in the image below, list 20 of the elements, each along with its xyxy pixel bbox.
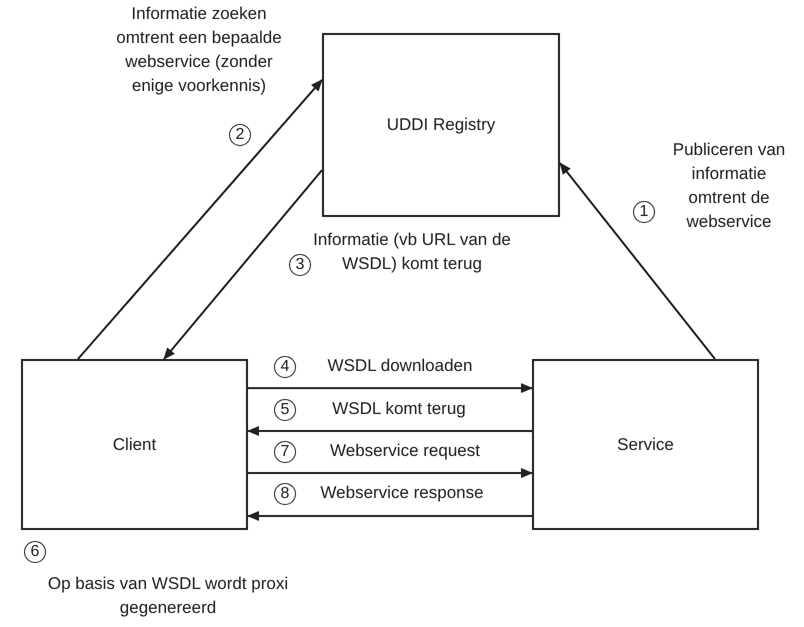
process-box [21, 359, 248, 530]
arrow [248, 468, 533, 478]
process-box [532, 359, 759, 530]
step-number: 6 [24, 541, 46, 563]
step-number: 5 [274, 399, 296, 421]
step-number: 2 [229, 124, 251, 146]
node-label: UDDI Registry [386, 115, 496, 135]
arrow [247, 510, 532, 521]
step-number: 7 [274, 441, 296, 463]
arrow [248, 383, 533, 394]
arrow [163, 169, 323, 360]
step-number: 8 [274, 483, 296, 505]
node-label: Client [112, 434, 156, 454]
arrow [77, 79, 323, 360]
step-number: 4 [274, 356, 296, 378]
arrow [247, 426, 532, 436]
process-box [322, 33, 560, 217]
step-number: 1 [633, 201, 655, 223]
arrow [559, 162, 716, 360]
node-label: Service [617, 434, 674, 454]
